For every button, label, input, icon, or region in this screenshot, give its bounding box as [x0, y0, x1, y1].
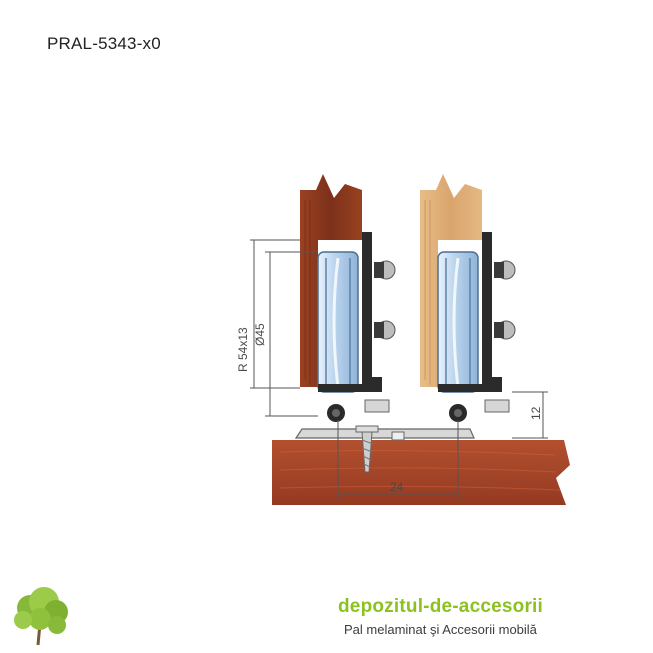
- dimension-lines: [250, 239, 548, 500]
- right-wheel-assembly: [437, 232, 516, 422]
- dim-height-label: 12: [529, 406, 543, 420]
- dim-diameter-label: Ø45: [253, 323, 267, 346]
- right-door-panel: [420, 174, 482, 387]
- dim-radius-label: R 54x13: [236, 327, 250, 372]
- screw-icon: [355, 425, 379, 473]
- left-wheel-assembly: [317, 232, 396, 422]
- left-door-panel: [300, 174, 362, 387]
- tree-icon: [14, 587, 68, 646]
- dim-width-label: 24: [390, 480, 404, 494]
- base-rail: [272, 440, 570, 505]
- rail-profile: [294, 428, 475, 441]
- brand-subtitle: Pal melaminat şi Accesorii mobilă: [344, 622, 537, 637]
- product-code: PRAL-5343-x0: [47, 34, 161, 53]
- brand-title: depozitul-de-accesorii: [338, 596, 543, 617]
